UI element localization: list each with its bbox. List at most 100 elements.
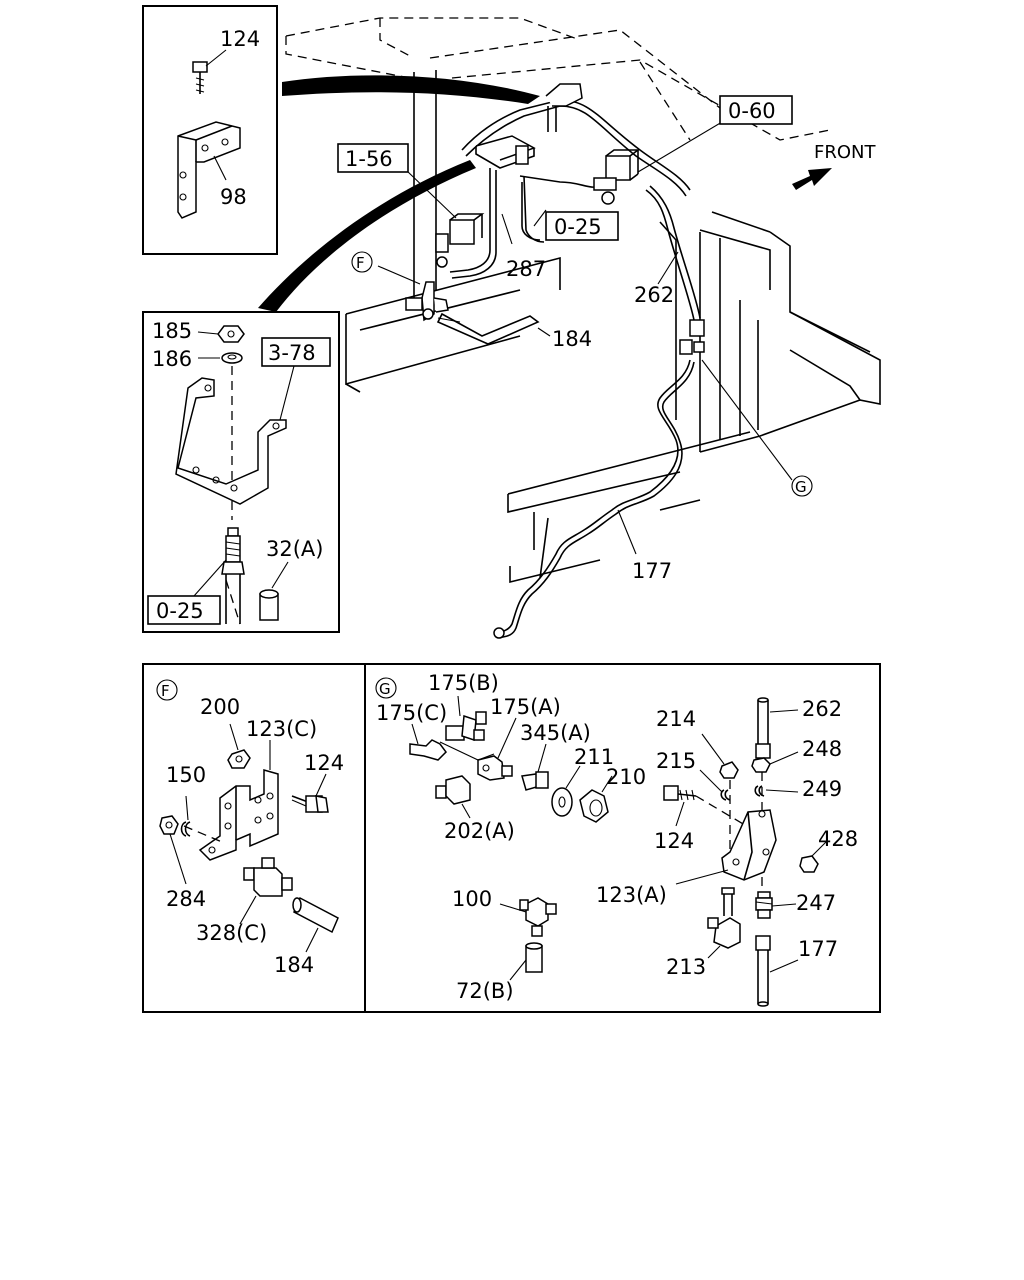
label-123a: 123(A)	[596, 883, 667, 907]
ref-box-0-25-top: 0-25	[545, 211, 619, 241]
label-123c: 123(C)	[246, 717, 317, 741]
label-249: 249	[802, 777, 842, 801]
svg-text:F: F	[356, 254, 365, 272]
pipe-177-g	[755, 935, 799, 1007]
svg-text:0-25: 0-25	[554, 215, 602, 239]
detail-panel-mounting: 3-78 0-25 185 186 32(A)	[142, 311, 340, 633]
brake-pipes	[449, 99, 701, 639]
view-marker-g-main: G	[791, 475, 813, 497]
main-assembly-view: FRONT 0-60 1-56 0-25 F G 287 184 262 177	[258, 17, 881, 639]
valve-upper-left	[435, 213, 485, 268]
detail-panel-g: G	[375, 671, 858, 1007]
label-72b: 72(B)	[456, 979, 514, 1003]
elbow-175c	[409, 723, 447, 761]
label-287: 287	[506, 257, 546, 281]
label-214: 214	[656, 707, 696, 731]
pipe-184-f	[292, 896, 339, 953]
label-32a: 32(A)	[266, 537, 323, 561]
nut-284	[159, 815, 187, 885]
pipe-184-main	[436, 312, 540, 345]
view-marker-f-panel: F	[156, 679, 178, 701]
label-262-main: 262	[634, 283, 674, 307]
washer-186	[198, 352, 243, 364]
washer-150	[180, 795, 191, 837]
label-177-g: 177	[798, 937, 838, 961]
fitting-202a	[435, 775, 471, 819]
label-184-main: 184	[552, 327, 592, 351]
washer-249	[754, 785, 799, 797]
svg-text:G: G	[379, 680, 391, 698]
lower-panels-frame	[142, 663, 881, 1013]
connector-175b	[445, 695, 487, 742]
label-284: 284	[166, 887, 206, 911]
svg-text:0-25: 0-25	[156, 599, 204, 623]
f-axis-line	[183, 825, 223, 843]
svg-text:3-78: 3-78	[268, 341, 316, 365]
label-98: 98	[220, 185, 247, 209]
label-262-g: 262	[802, 697, 842, 721]
fitting-g-area	[679, 319, 705, 355]
view-marker-f-main: F	[351, 251, 373, 273]
svg-text:0-60: 0-60	[728, 99, 776, 123]
label-213: 213	[666, 955, 706, 979]
stud-0-25	[193, 527, 245, 625]
nut-428	[799, 841, 827, 873]
nut-185	[197, 325, 245, 343]
label-124-f: 124	[304, 751, 344, 775]
label-124-g: 124	[654, 829, 694, 853]
label-247: 247	[796, 891, 836, 915]
fitting-f-area	[405, 281, 449, 322]
washer-215	[699, 769, 731, 801]
svg-text:G: G	[795, 478, 807, 496]
collar-32a	[259, 561, 289, 621]
bracket-123c	[198, 740, 279, 861]
sleeve-72b	[509, 942, 543, 981]
bracket-98	[177, 121, 241, 219]
label-215: 215	[656, 749, 696, 773]
label-124-top: 124	[220, 27, 260, 51]
union-100	[499, 897, 557, 937]
front-label: FRONT	[814, 142, 876, 163]
bolt-124-top	[192, 49, 227, 94]
bracket-123a	[675, 809, 777, 885]
fitting-213	[707, 887, 741, 959]
label-211: 211	[574, 745, 614, 769]
tee-328c	[239, 857, 293, 925]
connector-247	[755, 891, 797, 919]
label-175a: 175(A)	[490, 695, 561, 719]
bolt-124-f	[291, 773, 329, 813]
label-100: 100	[452, 887, 492, 911]
front-arrow-icon	[792, 168, 832, 190]
nut-214	[701, 733, 739, 779]
detail-panel-f: F	[156, 679, 344, 977]
label-175c: 175(C)	[376, 701, 447, 725]
label-200: 200	[200, 695, 240, 719]
mount-bracket-top	[475, 83, 583, 169]
view-marker-g-panel: G	[375, 677, 397, 699]
bolt-124-g	[663, 785, 697, 827]
bracket-3-78	[175, 365, 295, 505]
label-428: 428	[818, 827, 858, 851]
svg-text:1-56: 1-56	[345, 147, 393, 171]
nipple-345a	[521, 743, 549, 791]
ref-box-3-78: 3-78	[261, 337, 331, 367]
label-185: 185	[152, 319, 192, 343]
label-248: 248	[802, 737, 842, 761]
svg-text:F: F	[161, 682, 170, 700]
callout-wedge-upper	[282, 75, 540, 104]
label-184-f: 184	[274, 953, 314, 977]
ref-box-0-60: 0-60	[719, 95, 793, 125]
main-leaders	[377, 121, 793, 555]
nut-210	[579, 775, 613, 823]
elbow-175a	[477, 717, 517, 781]
callout-wedge-lower	[258, 160, 476, 312]
washer-211	[551, 765, 581, 817]
ref-box-1-56: 1-56	[337, 143, 409, 173]
nut-200	[227, 723, 251, 769]
label-345a: 345(A)	[520, 721, 591, 745]
label-177-main: 177	[632, 559, 672, 583]
detail-panel-bracket-98: 124 98	[142, 5, 278, 255]
label-175b: 175(B)	[428, 671, 499, 695]
valve-upper-right	[593, 149, 641, 205]
